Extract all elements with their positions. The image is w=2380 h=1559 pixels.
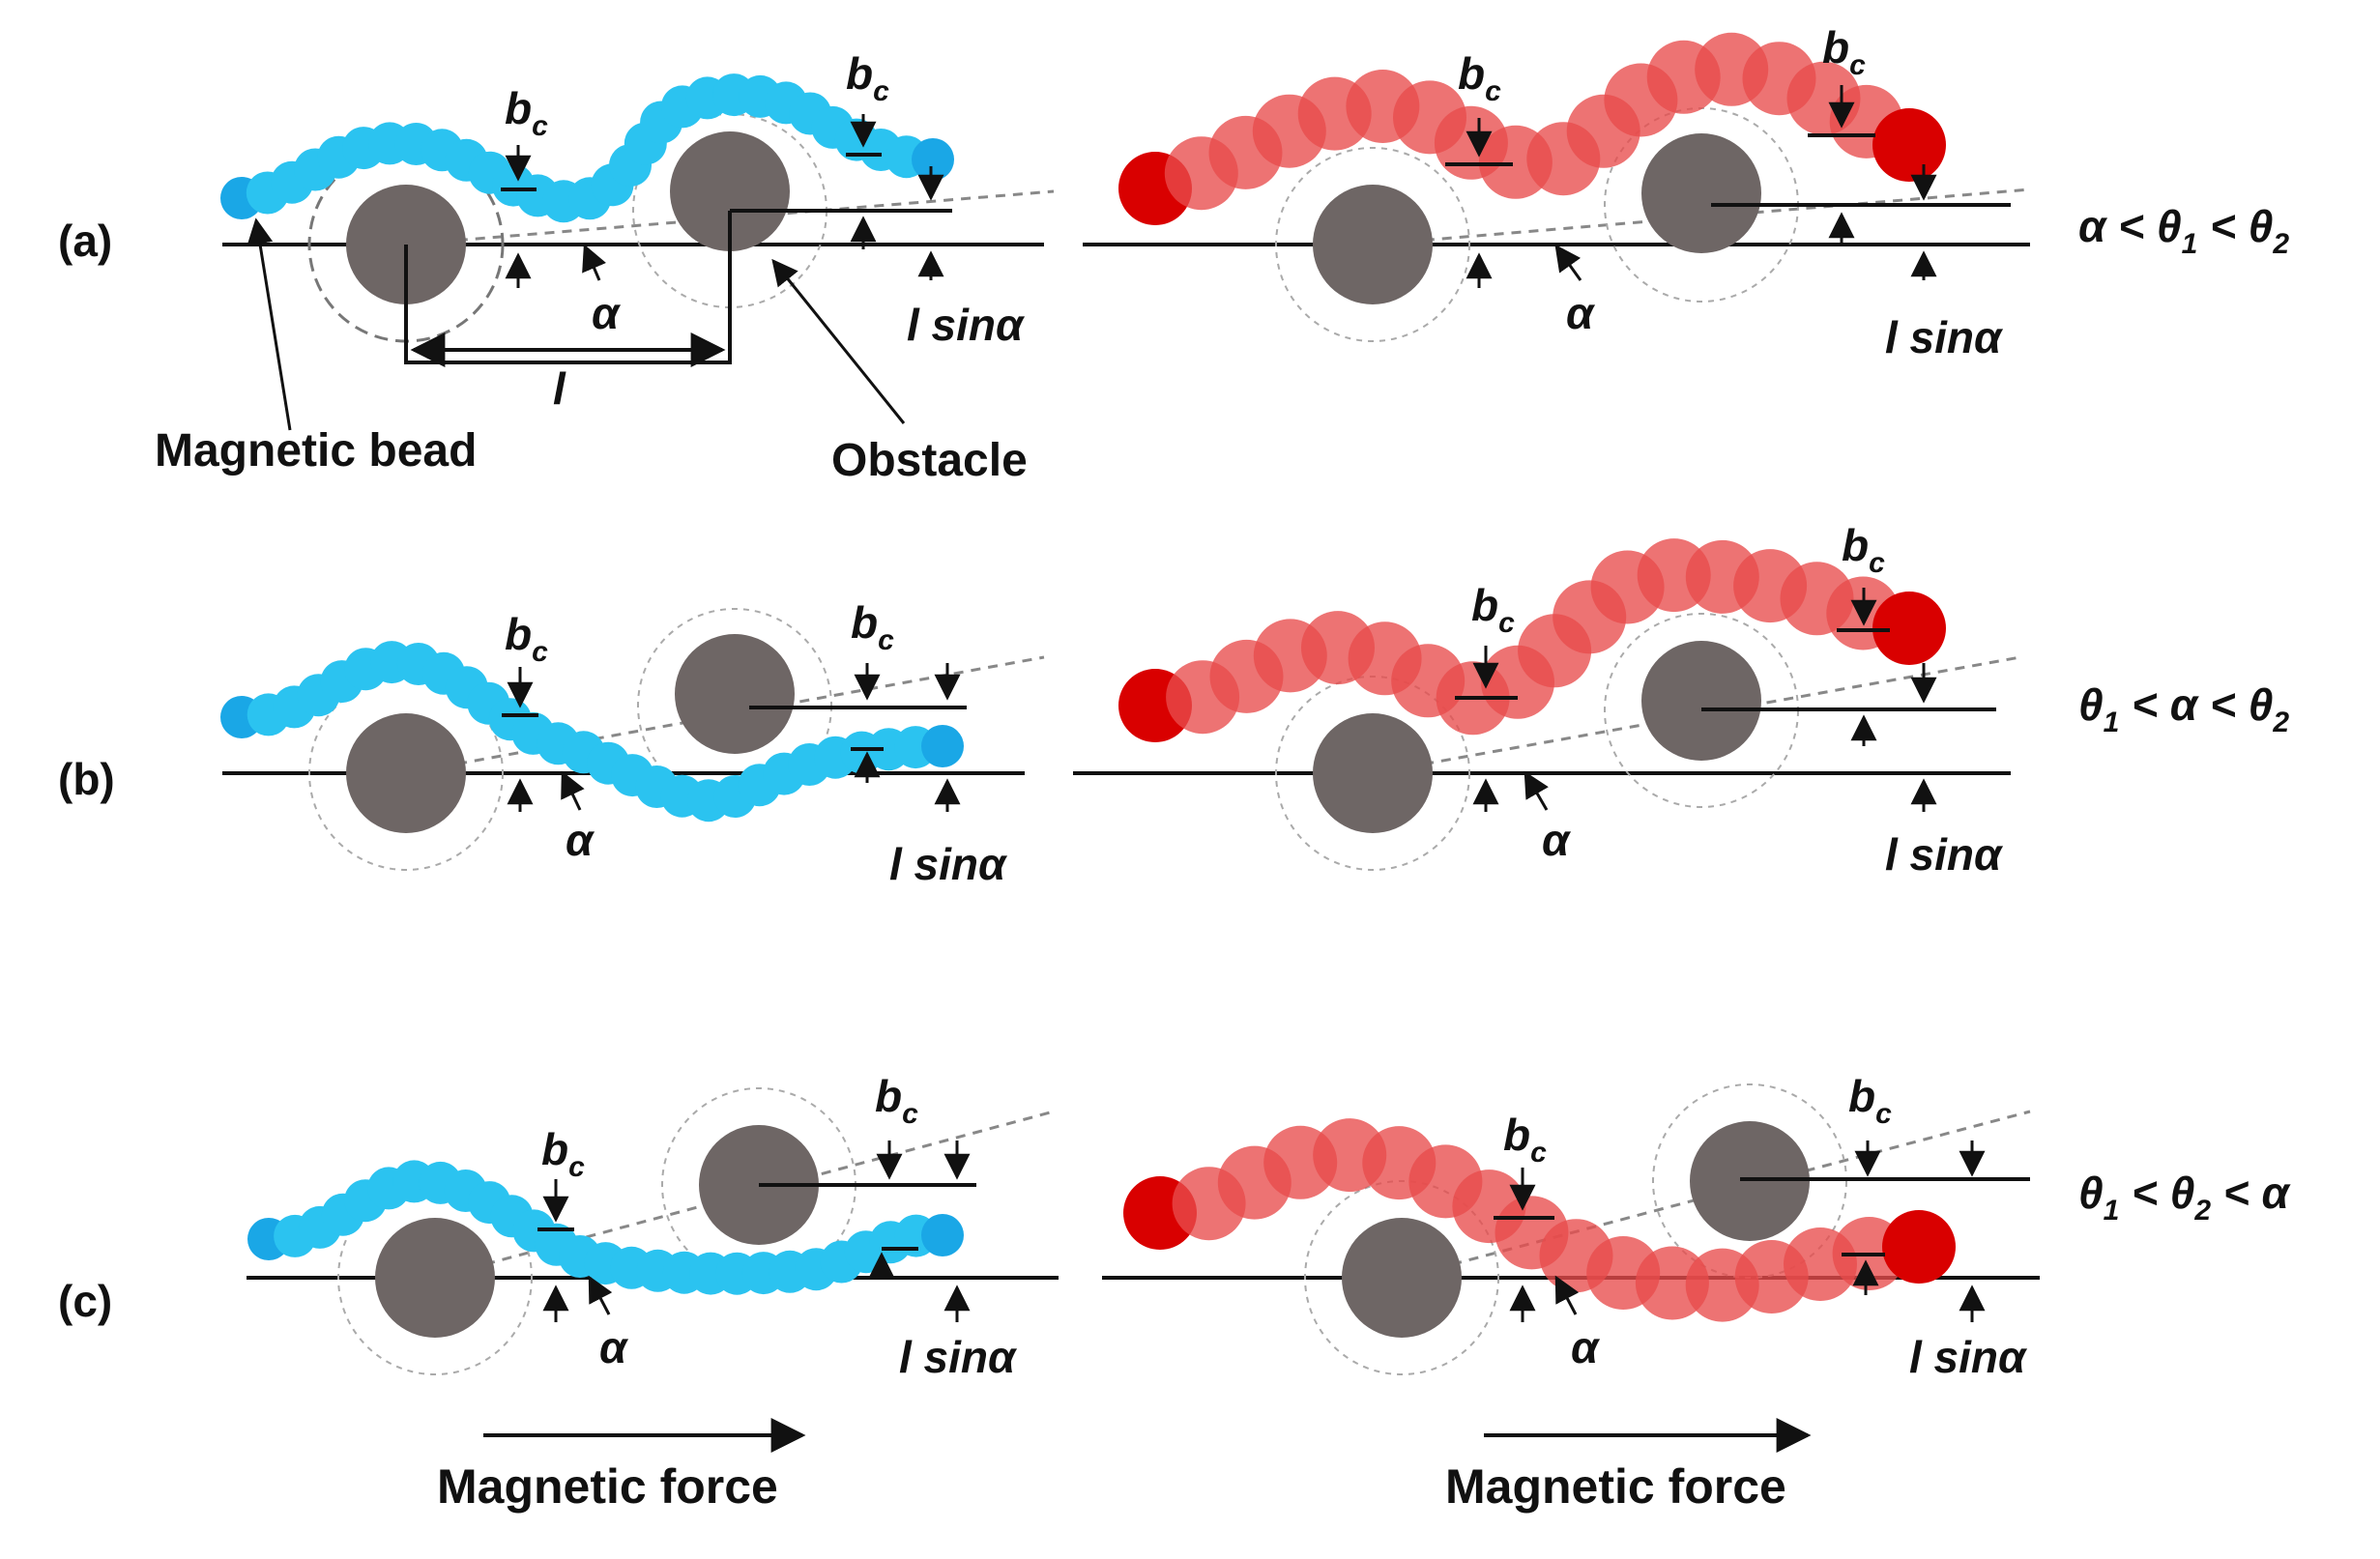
text-labels: (a) (b) (c) α < θ1 < θ2 θ1 < α < θ2 θ1 <… (58, 22, 2292, 1514)
bc-label: bc (505, 83, 548, 142)
obstacle-callout-arrow (771, 258, 906, 424)
large-magnetic-bead (1872, 108, 1946, 182)
lsin-label: l sinα (899, 1332, 1018, 1382)
lsin-label: l sinα (1885, 312, 2004, 362)
magnetic-bead-label: Magnetic bead (155, 425, 477, 476)
alpha-label: α (599, 1322, 629, 1372)
bc-label: bc (1458, 48, 1501, 107)
panel-label-b: (b) (58, 754, 115, 804)
lsin-label: l sinα (1885, 829, 2004, 880)
slope-dashed-line (405, 189, 1055, 246)
lsin-label: l sinα (1909, 1332, 2028, 1382)
lsin-label: l sinα (889, 839, 1008, 889)
lsin-label: l sinα (907, 300, 1026, 350)
large-magnetic-bead (1882, 1210, 1956, 1284)
obstacle (375, 1218, 495, 1338)
panel-a-left-frame (222, 113, 1055, 367)
bc-label: bc (875, 1071, 918, 1130)
bc-label: bc (846, 48, 889, 107)
condition-a: α < θ1 < θ2 (2078, 201, 2289, 260)
alpha-label: α (592, 288, 622, 338)
bc-label: bc (1822, 22, 1866, 81)
measure-arrows (247, 85, 1986, 1453)
obstacle (1342, 1218, 1462, 1338)
bead-chains (220, 32, 1956, 1322)
small-magnetic-bead (921, 725, 964, 767)
obstacle (1313, 713, 1433, 833)
obstacle-label: Obstacle (831, 435, 1028, 486)
bc-label: bc (1848, 1071, 1892, 1130)
condition-b: θ1 < α < θ2 (2078, 679, 2289, 738)
obstacle (346, 713, 466, 833)
alpha-label: α (1571, 1322, 1601, 1372)
obstacle (670, 131, 790, 251)
obstacle (675, 634, 795, 754)
alpha-label: α (566, 815, 595, 865)
obstacle (1313, 185, 1433, 304)
large-magnetic-bead (1872, 592, 1946, 665)
panel-b-left-frame (222, 608, 1045, 871)
panel-label-a: (a) (58, 216, 112, 266)
obstacle (1641, 641, 1761, 761)
bc-label: bc (505, 609, 548, 668)
panel-b-right-frame (1073, 613, 2021, 871)
bc-label: bc (1842, 520, 1885, 579)
small-magnetic-bead (921, 1214, 964, 1256)
obstacle (1641, 133, 1761, 253)
panel-label-c: (c) (58, 1276, 112, 1326)
bc-label: bc (1503, 1110, 1547, 1169)
bc-label: bc (1471, 580, 1515, 639)
alpha-label: α (1566, 288, 1596, 338)
spacing-label: l (553, 363, 566, 414)
bc-label: bc (851, 597, 894, 656)
slope-dashed-line (1372, 655, 2021, 775)
bc-label: bc (541, 1124, 585, 1183)
bead-callout-arrow (247, 217, 292, 431)
condition-c: θ1 < θ2 < α (2078, 1168, 2292, 1227)
slope-dashed-line (1372, 188, 2031, 246)
small-magnetic-bead (912, 138, 954, 181)
alpha-label: α (1542, 815, 1572, 865)
obstacle-range-circle (1275, 147, 1470, 342)
magnetic-force-label-left: Magnetic force (437, 1459, 778, 1514)
magnetic-force-label-right: Magnetic force (1445, 1459, 1786, 1514)
